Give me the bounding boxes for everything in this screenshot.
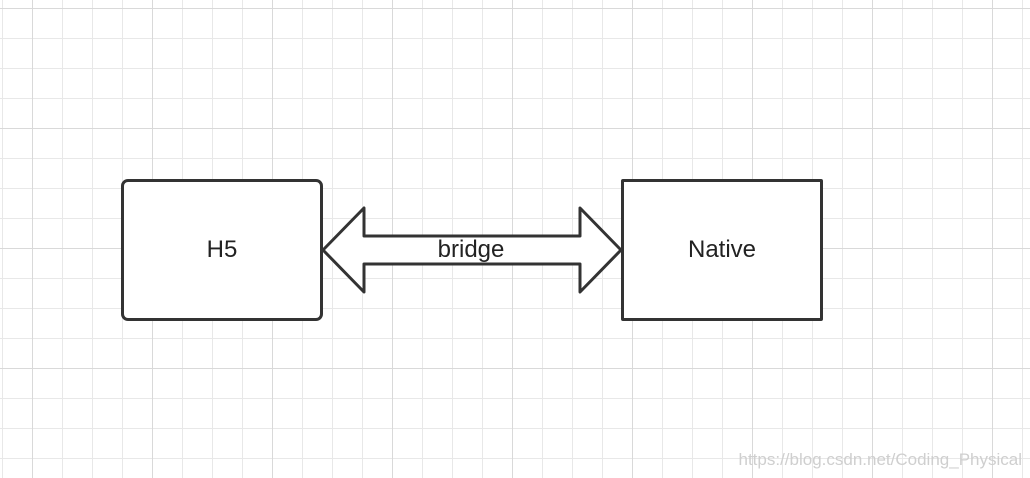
native-box: Native — [621, 179, 823, 321]
native-label: Native — [687, 236, 757, 263]
bridge-label: bridge — [437, 236, 505, 263]
h5-box: H5 — [121, 179, 323, 321]
watermark-text: https://blog.csdn.net/Coding_Physical — [738, 450, 1022, 469]
h5-label: H5 — [206, 236, 238, 263]
